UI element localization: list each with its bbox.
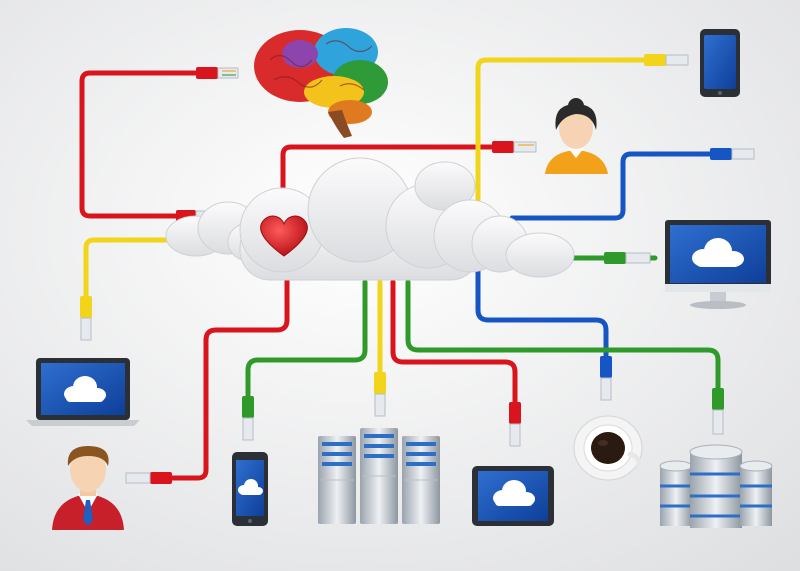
cable-tablet-landscape — [390, 279, 518, 407]
cloud-hub — [165, 157, 575, 281]
connector-database — [712, 388, 724, 435]
connector-laptop — [80, 296, 92, 341]
cables — [79, 57, 721, 481]
cable-laptop — [83, 237, 181, 299]
database-stack-left — [659, 460, 693, 526]
tablet-icon — [700, 29, 740, 97]
man-avatar-icon — [52, 446, 124, 530]
coffee-cup-icon — [573, 415, 643, 481]
heart-icon — [260, 215, 308, 257]
connector-brain — [196, 67, 239, 79]
server-icon — [318, 428, 440, 524]
cable-coffee — [475, 259, 609, 359]
connector-coffee — [600, 356, 612, 401]
connector-tablet-landscape — [509, 402, 521, 447]
laptop-cloud-icon — [26, 358, 140, 426]
connector-smartphone — [242, 396, 254, 441]
connector-tablet-portrait — [644, 54, 689, 66]
woman-avatar-icon — [545, 98, 608, 174]
smartphone-cloud-icon — [232, 452, 268, 526]
cable-man-user — [147, 249, 290, 481]
cable-brain — [79, 70, 199, 219]
cable-tablet-portrait — [475, 57, 647, 203]
monitor-cloud-icon — [665, 220, 771, 309]
brain-icon — [254, 28, 388, 138]
connector-server-rack — [374, 372, 386, 417]
cable-smartphone — [245, 279, 368, 401]
database-stack-right — [739, 460, 773, 526]
connector-man-user — [125, 472, 172, 484]
cable-blue-link — [509, 151, 713, 221]
connector-woman-user — [492, 141, 537, 153]
connector-blue-link — [710, 148, 755, 160]
tablet-cloud-icon — [472, 466, 554, 526]
database-icon — [659, 444, 773, 528]
cable-database — [405, 279, 721, 391]
database-stack-center — [689, 444, 743, 528]
cloud-icon — [165, 157, 575, 281]
cable-woman-user — [280, 144, 495, 243]
